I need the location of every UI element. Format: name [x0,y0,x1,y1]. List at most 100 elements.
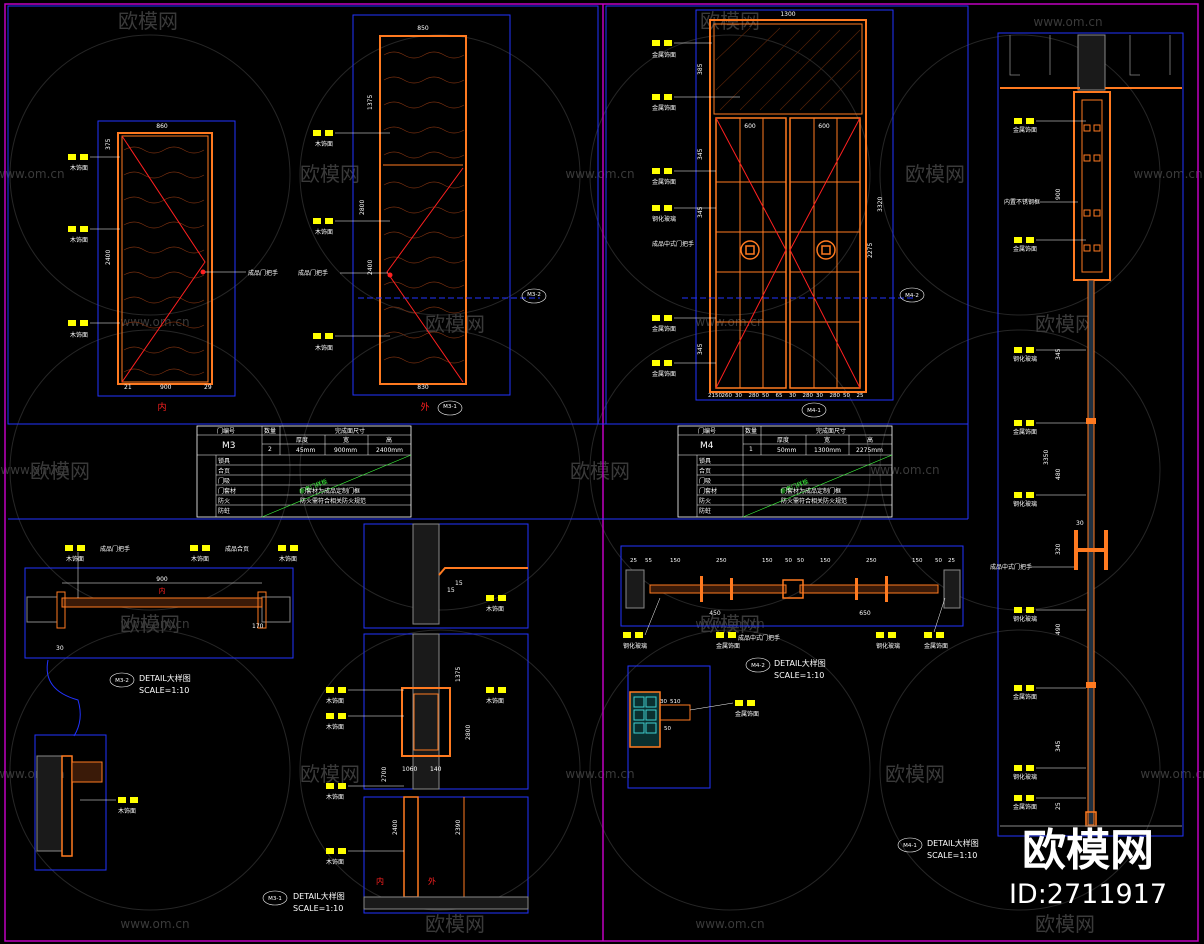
tag-m4-2-glass-1: 钢化玻璃 [623,597,661,650]
svg-text:金属饰面: 金属饰面 [652,325,676,333]
m3-top-dim: 860 [156,123,168,130]
m4-bottom-dim: 50 [843,393,850,399]
sched-m4-h-qty: 数量 [745,427,757,435]
m4-1-scale: SCALE=1:10 [927,851,977,860]
svg-text:木饰面: 木饰面 [326,793,344,801]
sched-m4-h-thk: 厚度 [777,436,789,444]
m3-door-frame [117,132,213,385]
m4-swing-left [715,117,787,389]
m3b-handle-label: 成品门把手 [298,269,328,277]
m3-2-hinge-label: 成品合页 [225,545,249,553]
watermark-site: www.om.cn [0,167,65,181]
m3-1-side-outer: 外 [428,876,436,886]
schedule-row-label: 锁具 [218,457,230,465]
svg-text:钢化玻璃: 钢化玻璃 [1013,615,1037,623]
watermark-brand: 欧模网 [1035,912,1095,936]
watermark-site: www.om.cn [0,463,69,477]
sched-m3-h-w: 宽 [343,436,349,444]
schedule-row-label: 合页 [218,467,230,475]
m3-2-dim-170: 170 [252,623,264,630]
m4-bottom-dim: 30 [789,393,796,399]
tag-m4-metal-4: 金属饰面 [652,315,716,333]
m4-2-leaf-left [649,584,787,594]
tag-m3b-wood-2: 木饰面 [313,218,390,236]
svg-text:金属饰面: 金属饰面 [1013,803,1037,811]
m3-1-dim-140: 140 [430,766,442,773]
tag-m3-wood-2: 木饰面 [68,226,120,244]
tag-m4-2-metal-1: 金属饰面 [716,632,740,650]
m3-wood-grain [123,146,205,376]
m4-1-dim-480a: 480 [1055,468,1062,480]
svg-text:金属饰面: 金属饰面 [652,104,676,112]
m4-height-5: 2275 [867,243,874,258]
m4-2-top-dim: 25 [948,558,955,564]
svg-text:钢化玻璃: 钢化玻璃 [623,642,647,650]
m3b-door-frame [379,35,467,385]
svg-text:木饰面: 木饰面 [70,236,88,244]
watermark-site: www.om.cn [565,767,634,781]
m4-transom-hatch [715,27,861,111]
svg-text:金属饰面: 金属饰面 [652,51,676,59]
m4-bottom-dim: 260 [722,393,733,399]
m3-2-door-leaf [61,597,263,608]
sched-m4-h: 2275mm [856,447,883,454]
m3-1-title: DETAIL大样图 [293,891,345,901]
tag-m4-metal-5: 金属饰面 [652,360,716,378]
m3-1-dim-15a: 15 [447,587,455,594]
svg-text:木饰面: 木饰面 [486,605,504,613]
m4-2-top-dim: 25 [630,558,637,564]
m3-handle-label: 成品门把手 [248,269,278,277]
svg-text:金属饰面: 金属饰面 [1013,126,1037,134]
m3b-wood-grain [383,51,465,364]
m4-2-top-dim: 150 [820,558,831,564]
m3b-section-mark: M3-1 [443,404,457,410]
tag-m3-1-wood-2: 木饰面 [326,687,404,705]
m3b-height-1: 1375 [367,95,374,110]
tag-m4-1-metal: 金属饰面 [1013,118,1086,134]
svg-text:木饰面: 木饰面 [326,858,344,866]
watermark-site: www.om.cn [695,617,764,631]
watermark-brand: 欧模网 [300,762,360,786]
m4-2-top-dim: 50 [785,558,792,564]
tag-m3-2-wood-1: 木饰面 [65,545,85,598]
tag-m4-2-enlarged-metal: 金属饰面 [689,700,759,718]
tag-m4-metal-2: 金属饰面 [652,94,740,112]
watermark-site: www.om.cn [695,917,764,931]
svg-text:金属饰面: 金属饰面 [1013,245,1037,253]
m3-bottom-dim-3: 29 [204,384,212,391]
tag-m3-1-wood-5: 木饰面 [326,783,404,801]
m4-panel-dim-2: 600 [818,123,830,130]
m3b-height-2: 2800 [359,200,366,215]
m4-bottom-dim: 280 [803,393,814,399]
tag-m3b-wood-1: 木饰面 [313,130,390,148]
watermark-brand: 欧模网 [300,162,360,186]
tag-m3-1-wood-3: 木饰面 [326,713,404,731]
sched-m3-h-h: 高 [386,436,392,444]
m3-1-dim-2800: 2800 [465,725,472,740]
brand-logo-block: 欧模网 ID:2711917 [1009,825,1167,910]
m4-1-dim-25: 25 [1055,802,1062,810]
sched-m3-h-size: 完成面尺寸 [335,427,365,435]
tag-m4-1-metal: 金属饰面 [1013,685,1086,701]
m3b-top-dim: 850 [417,25,429,32]
m4-bottom-dim: 50 [762,393,769,399]
tag-m3-2-wood-3: 木饰面 [278,545,298,563]
m3-bottom-dim-2: 900 [160,384,172,391]
m4-1-title: DETAIL大样图 [927,838,979,848]
sched-m3-qty: 2 [268,446,272,453]
svg-text:金属饰面: 金属饰面 [1013,428,1037,436]
svg-text:金属饰面: 金属饰面 [924,642,948,650]
sched-m4-note-1: 门套材为成品定制门框 [781,487,841,495]
m4-2-top-dim: 50 [797,558,804,564]
m4-1-dim-900: 900 [1055,188,1062,200]
sched-m4-h-size: 完成面尺寸 [816,427,846,435]
schedule-row-label: 锁具 [699,457,711,465]
tag-m4-1-metal: 金属饰面 [1013,795,1086,811]
m3-1-dim-1375: 1375 [455,667,462,682]
m3-2-dim-30: 30 [56,645,64,652]
schedule-row-label: 防蛀 [699,507,711,515]
tag-m4-1-metal: 金属饰面 [1013,237,1086,253]
tag-m4-1-metal: 金属饰面 [1013,420,1086,436]
